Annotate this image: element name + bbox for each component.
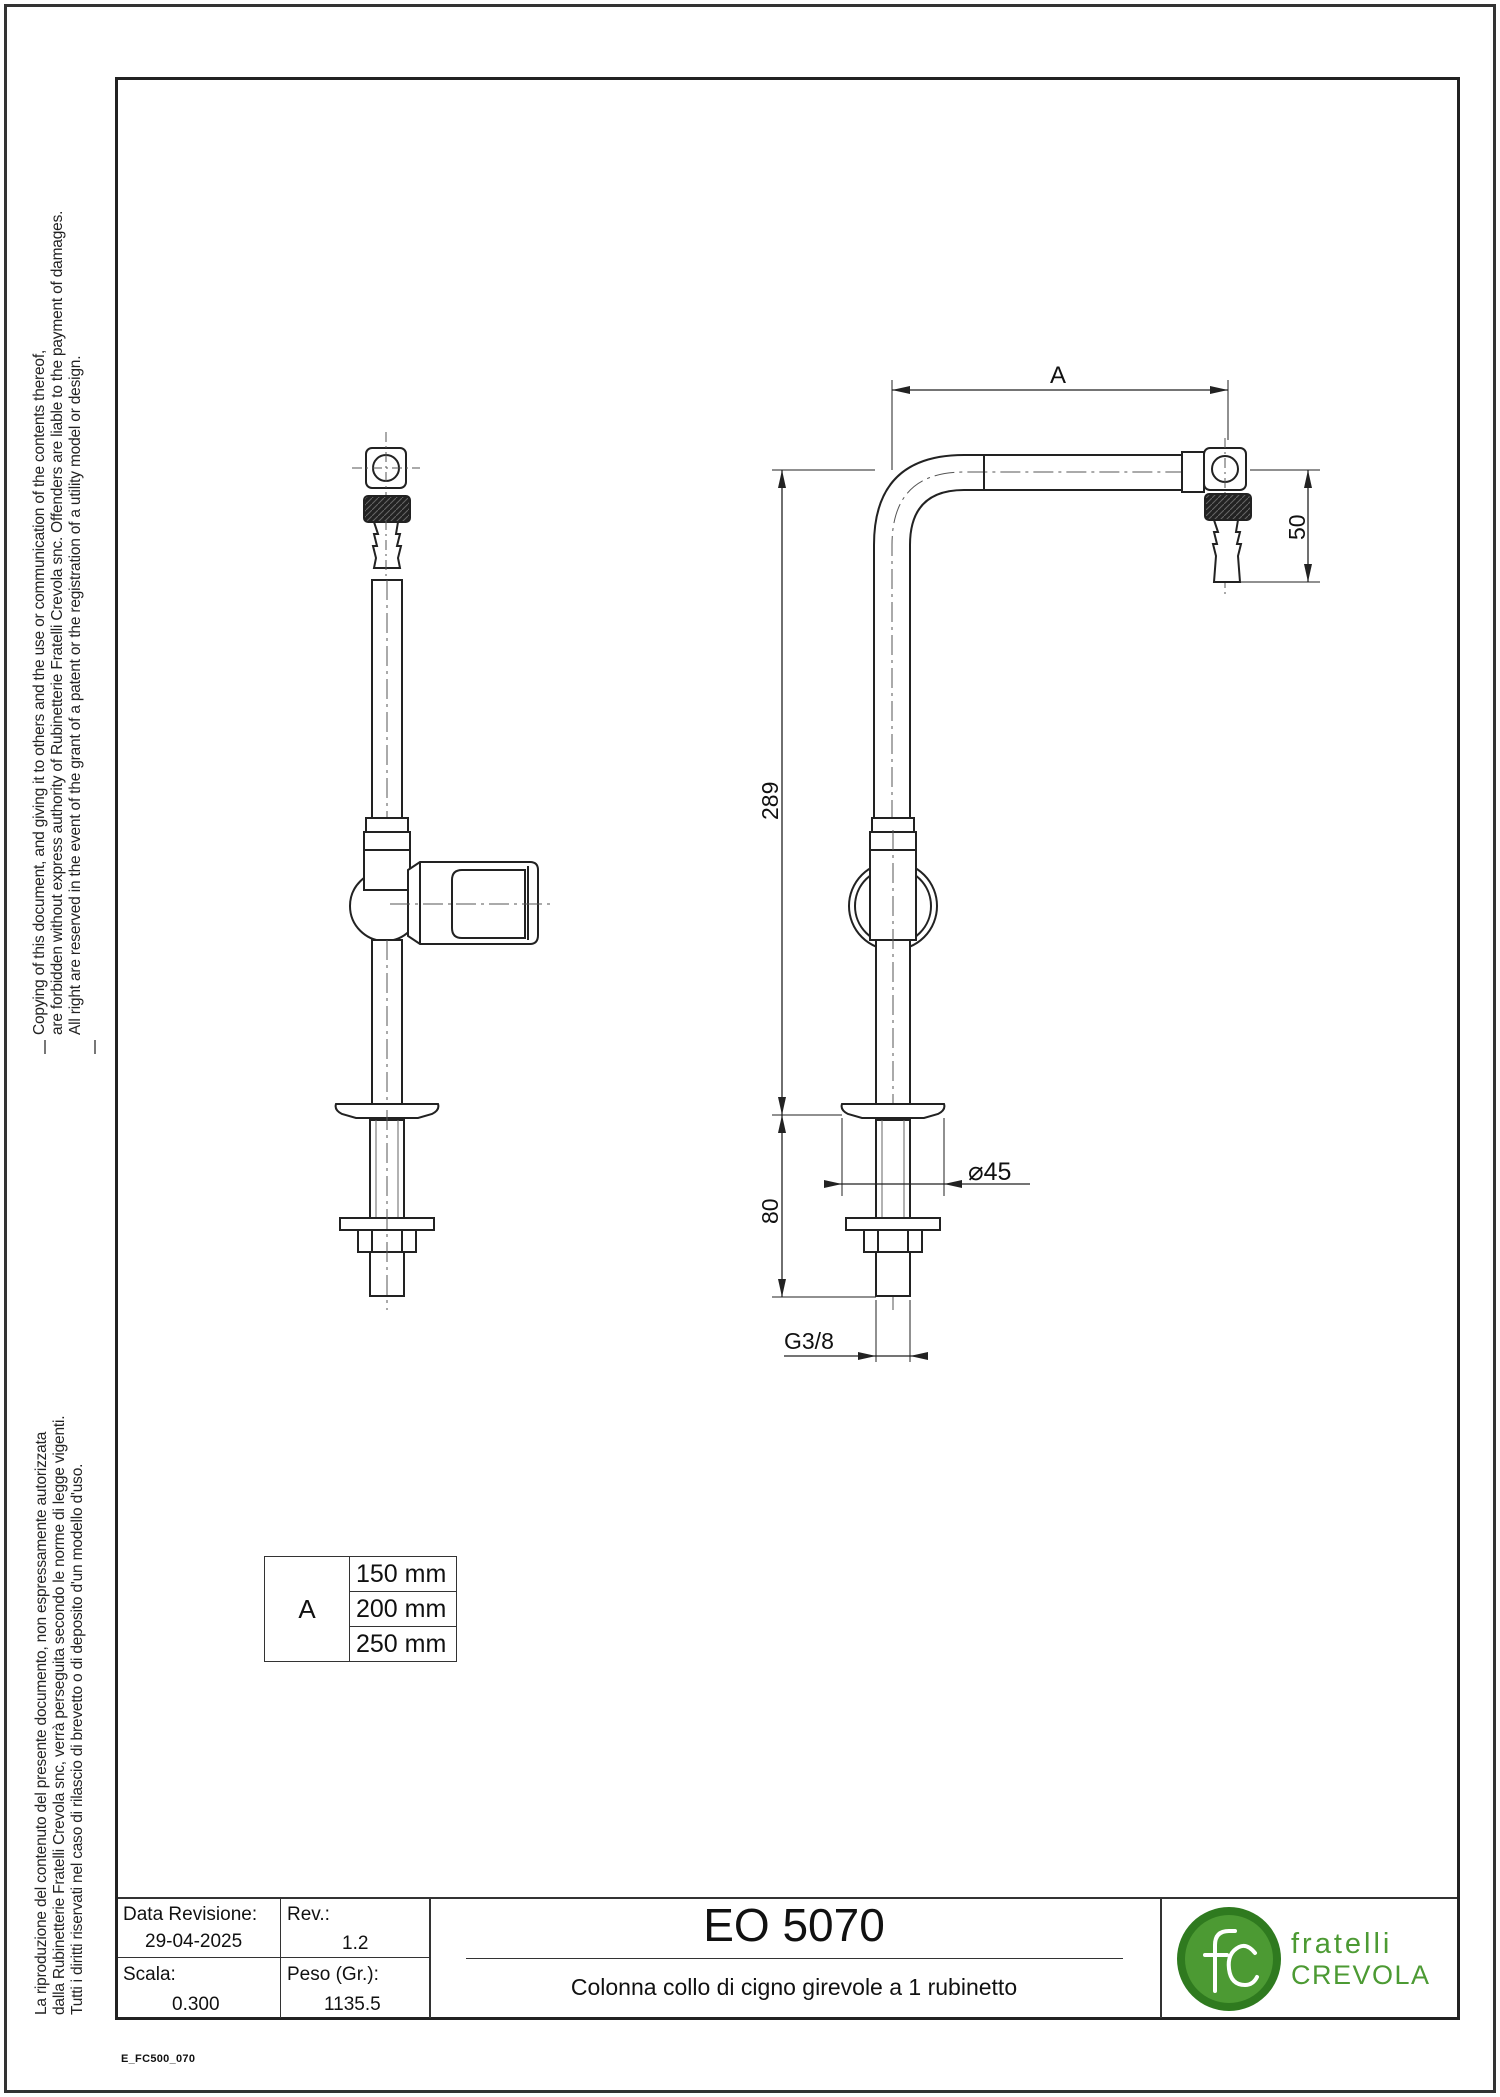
product-description: Colonna collo di cigno girevole a 1 rubi… — [570, 1974, 1018, 2000]
weight-label: Peso (Gr.): — [287, 1964, 379, 1985]
dim-label-50: 50 — [1284, 514, 1310, 540]
dim-label-diameter: ⌀45 — [968, 1156, 1011, 1187]
dim-table-key: A — [264, 1556, 350, 1662]
title-block-divider — [1160, 1897, 1162, 2018]
front-threaded-stem — [875, 1119, 911, 1221]
front-washer — [845, 1217, 941, 1231]
dim-label-thread: G3/8 — [784, 1328, 834, 1354]
product-code: EO 5070 — [703, 1899, 885, 1951]
table-row: A 150 mm — [264, 1556, 457, 1662]
dimension-table: A 150 mm 200 mm 250 mm — [264, 1556, 457, 1662]
side-knurled-nut — [363, 495, 411, 523]
dim-label-80: 80 — [757, 1198, 783, 1224]
dim-table-value: 200 mm — [349, 1591, 457, 1627]
document-code: E_FC500_070 — [121, 2053, 196, 2065]
front-gooseneck-inner — [909, 489, 1182, 820]
revision-date: 29-04-2025 — [145, 1931, 243, 1952]
fratelli-crevola-logo-icon — [1177, 1907, 1281, 2011]
dim-diameter-value: 45 — [983, 1158, 1012, 1186]
title-block-divider — [429, 1897, 431, 2018]
notice-english-rule — [44, 1040, 46, 1054]
revision-date-label: Data Revisione: — [123, 1904, 258, 1925]
rev-label: Rev.: — [287, 1904, 330, 1925]
side-hose-barb — [371, 521, 403, 569]
diameter-symbol-icon: ⌀ — [968, 1156, 984, 1186]
drawing-frame — [115, 77, 1460, 2020]
side-view — [334, 432, 552, 1310]
dim-label-a: A — [1050, 362, 1067, 389]
title-block-divider — [466, 1958, 1123, 1959]
rev-value: 1.2 — [342, 1933, 369, 1954]
weight-value: 1135.5 — [324, 1994, 381, 2015]
front-hose-barb — [1211, 519, 1243, 583]
front-view — [840, 438, 1252, 1310]
dim-table-value: 150 mm — [349, 1556, 457, 1592]
dim-table-value: 250 mm — [349, 1626, 457, 1662]
brand-name-line-2: CREVOLA — [1291, 1960, 1431, 1990]
title-block-top-border — [118, 1897, 1457, 1899]
title-block-divider — [118, 1957, 430, 1958]
table-row: 200 mm — [265, 1591, 457, 1627]
scale-label: Scala: — [123, 1964, 176, 1985]
scale-value: 0.300 — [172, 1994, 220, 2015]
dimension-lines — [772, 380, 1320, 1362]
outer-frame — [4, 4, 1496, 2093]
front-knurled-nut — [1204, 493, 1252, 521]
front-gooseneck-outer — [873, 454, 1182, 820]
table-row: 250 mm — [265, 1626, 457, 1662]
dim-label-289: 289 — [757, 781, 783, 820]
front-flange — [840, 1103, 946, 1119]
notice-english-rule-2 — [94, 1040, 96, 1054]
brand-name-line-1: fratelli — [1291, 1928, 1393, 1960]
front-lock-nut — [863, 1229, 923, 1253]
